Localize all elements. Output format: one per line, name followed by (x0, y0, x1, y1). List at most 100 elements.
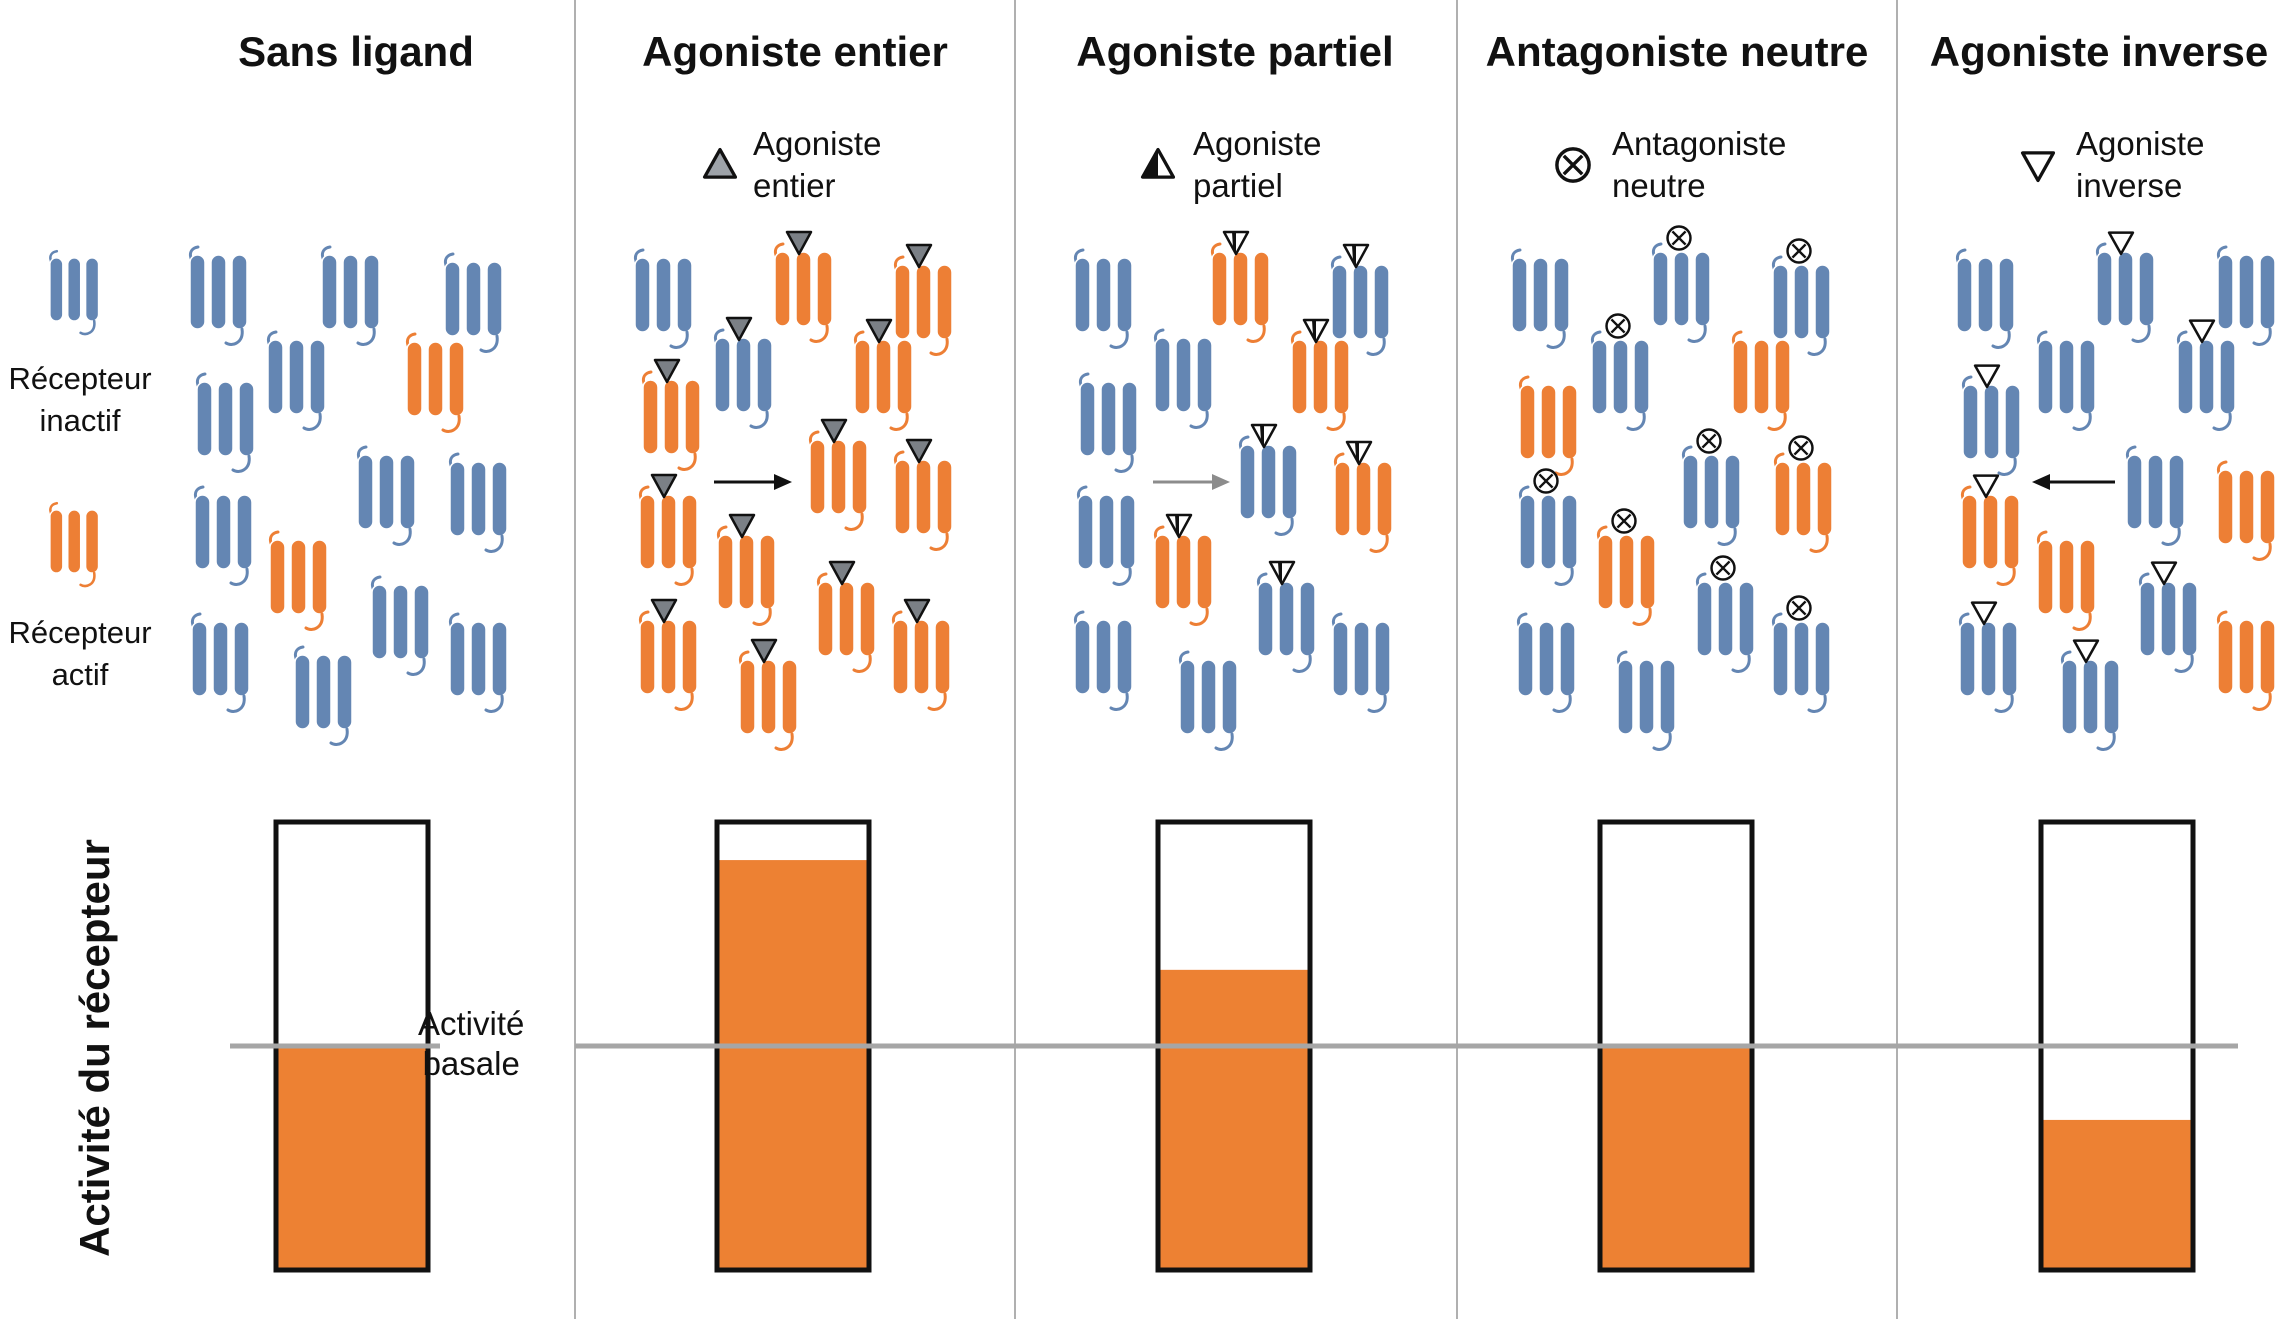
activity-bar-fill (276, 1046, 428, 1270)
inactive-receptor-icon (189, 245, 248, 346)
inactive-receptor-icon (714, 328, 773, 429)
bound-agonist-icon (828, 560, 856, 586)
active-receptor-icon (1154, 525, 1213, 626)
bound-agonist-icon (650, 473, 678, 499)
active-receptor-icon (809, 430, 868, 531)
partial-agonist-triangle-icon (1140, 147, 1176, 179)
inactive-receptor-icon (49, 249, 100, 336)
bound-partial-icon (1165, 513, 1193, 539)
neutral-antagonist-circle-x-icon (1605, 313, 1631, 339)
legend-label-full-agonist: Agoniste entier (753, 125, 882, 204)
inactive-receptor-icon (2096, 242, 2155, 343)
active-receptor-icon (774, 242, 833, 343)
bound-agonist-icon (785, 230, 813, 256)
active-receptor-icon (1732, 330, 1791, 431)
inactive-receptor-icon (1517, 612, 1576, 713)
inactive-receptor-icon (321, 245, 380, 346)
neutral-antagonist-circle-x-icon (1786, 238, 1812, 264)
active-receptor-icon (892, 610, 951, 711)
bound-agonist-icon (905, 438, 933, 464)
inverse-agonist-triangle-icon (2072, 639, 2100, 664)
inactive-receptor-icon (2217, 245, 2276, 346)
inverse-agonist-triangle-icon (2107, 231, 2135, 256)
legend-label-inverse-agonist: Agoniste inverse (2076, 125, 2205, 204)
activity-bar-fill (717, 860, 869, 1270)
inactive-receptor-icon (191, 612, 250, 713)
inactive-receptor-icon (1332, 612, 1391, 713)
active-receptor-icon (854, 330, 913, 431)
inactive-receptor-icon (1617, 650, 1676, 751)
inactive-receptor-icon (1959, 612, 2018, 713)
active-receptor-icon (2217, 460, 2276, 561)
panel-title-full-agonist: Agoniste entier (642, 28, 948, 75)
bound-partial-icon (1345, 440, 1373, 466)
bound-agonist-icon (650, 598, 678, 624)
inactive-receptor-icon (357, 445, 416, 546)
neutral-antagonist-circle-x-icon (1611, 508, 1637, 534)
inactive-receptor-icon (449, 452, 508, 553)
basal-activity-label: Activité basale (418, 1005, 525, 1082)
inactive-receptor-icon (1511, 248, 1570, 349)
panel-title-neutral-antagonist: Antagoniste neutre (1485, 28, 1869, 75)
bound-partial-icon (1302, 318, 1330, 344)
inactive-receptor-icon (1652, 242, 1711, 343)
inactive-receptor-icon (196, 372, 255, 473)
inactive-receptor-icon (1331, 255, 1390, 356)
bound-agonist-icon (820, 418, 848, 444)
inactive-receptor-icon (2139, 572, 2198, 673)
active-receptor-icon (894, 450, 953, 551)
activity-bar-fill (1600, 1046, 1752, 1270)
inactive-receptor-icon (1956, 248, 2015, 349)
activity-bar-fill (1158, 969, 1310, 1270)
bound-agonist-icon (903, 598, 931, 624)
inverse-agonist-triangle-icon (2020, 151, 2056, 183)
inactive-receptor-icon (1074, 248, 1133, 349)
active-receptor-icon (2037, 530, 2096, 631)
inactive-receptor-icon (2061, 650, 2120, 751)
neutral-antagonist-circle-x-icon (1786, 595, 1812, 621)
inactive-receptor-icon (1591, 330, 1650, 431)
activity-bar-fill (2041, 1119, 2193, 1270)
inactive-receptor-icon (1772, 255, 1831, 356)
neutral-antagonist-circle-x-icon (1666, 225, 1692, 251)
inactive-receptor-icon (1079, 372, 1138, 473)
panel-title-partial-agonist: Agoniste partiel (1076, 28, 1394, 75)
inactive-receptor-icon (449, 612, 508, 713)
inactive-receptor-icon (371, 575, 430, 676)
panel-title-no-ligand: Sans ligand (238, 28, 474, 75)
active-receptor-icon (1961, 485, 2020, 586)
active-receptor-icon (406, 332, 465, 433)
active-receptor-label: Récepteur actif (8, 615, 152, 692)
active-receptor-icon (1519, 375, 1578, 476)
inactive-receptor-icon (1074, 610, 1133, 711)
active-receptor-icon (1291, 330, 1350, 431)
active-receptor-icon (1211, 242, 1270, 343)
panel-title-inverse-agonist: Agoniste inverse (1929, 28, 2269, 75)
inactive-receptor-icon (634, 248, 693, 349)
inactive-receptor-icon (444, 252, 503, 353)
inactive-receptor-icon (1772, 612, 1831, 713)
active-receptor-icon (2217, 610, 2276, 711)
bound-partial-icon (1222, 230, 1250, 256)
inverse-agonist-triangle-icon (2188, 319, 2216, 344)
legend-label-partial-agonist: Agoniste partiel (1193, 125, 1322, 204)
active-receptor-icon (269, 530, 328, 631)
legend-label-neutral-antagonist: Antagoniste neutre (1612, 125, 1787, 204)
bound-partial-icon (1342, 243, 1370, 269)
bound-partial-icon (1268, 560, 1296, 586)
inactive-receptor-icon (294, 645, 353, 746)
active-receptor-icon (1334, 452, 1393, 553)
active-receptor-icon (1774, 452, 1833, 553)
inactive-receptor-icon (267, 330, 326, 431)
active-receptor-icon (1597, 525, 1656, 626)
active-receptor-icon (49, 501, 100, 588)
active-receptor-icon (817, 572, 876, 673)
active-receptor-icon (717, 525, 776, 626)
active-receptor-icon (642, 370, 701, 471)
active-receptor-icon (639, 485, 698, 586)
inactive-receptor-icon (194, 485, 253, 586)
inactive-receptor-icon (1519, 485, 1578, 586)
bound-agonist-icon (905, 243, 933, 269)
neutral-antagonist-circle-x-icon (1696, 428, 1722, 454)
